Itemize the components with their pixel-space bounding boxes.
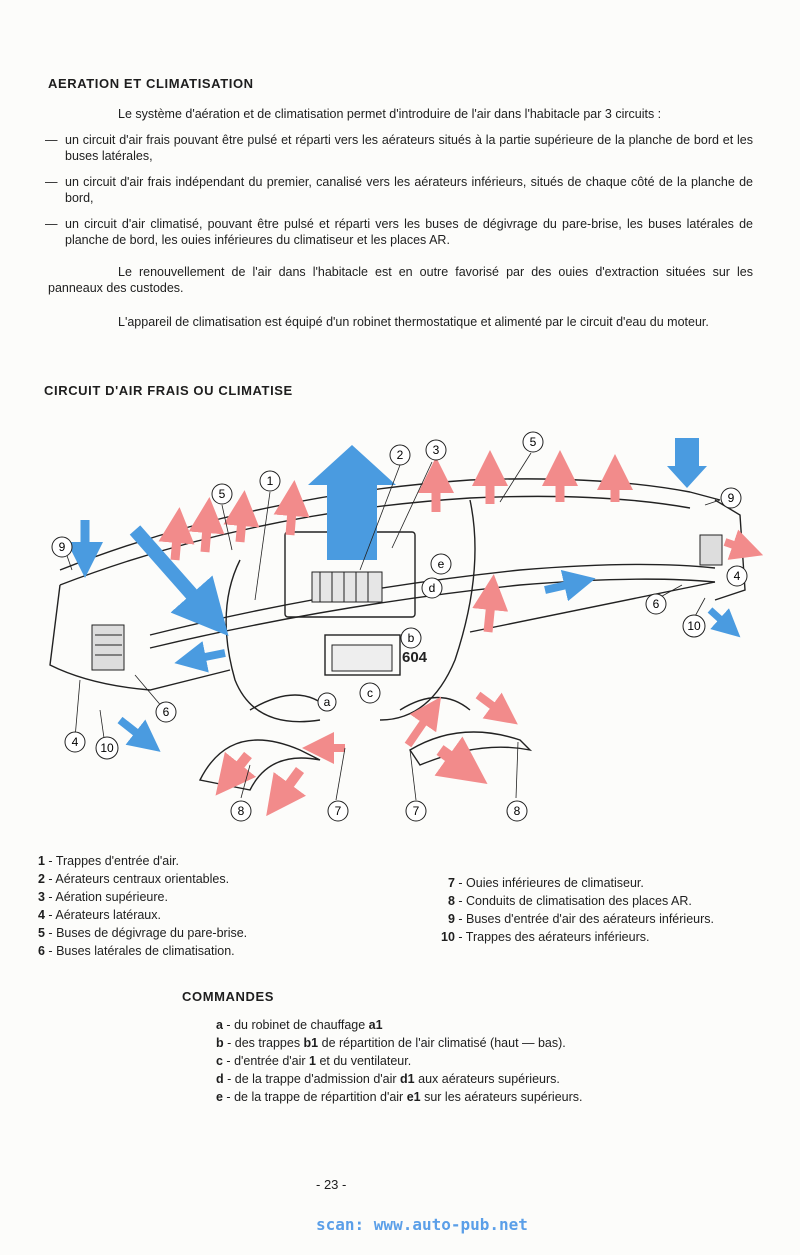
svg-text:10: 10	[687, 619, 701, 633]
commande-item-a: a - du robinet de chauffage a1	[216, 1018, 383, 1032]
legend-item-10: 10 - Trappes des aérateurs inférieurs.	[441, 930, 650, 944]
legend-item-5: 5 - Buses de dégivrage du pare-brise.	[38, 926, 248, 940]
leader-lines	[64, 452, 738, 801]
section-title-circuit: CIRCUIT D'AIR FRAIS OU CLIMATISE	[44, 383, 293, 398]
bullet-dash: —	[45, 133, 58, 147]
callout-d: d	[421, 577, 443, 599]
callout-c: c	[359, 682, 381, 704]
callout-3: 3	[425, 439, 447, 461]
legend-item-8: 8 - Conduits de climatisation des places…	[447, 894, 692, 908]
callout-6-right: 6	[645, 593, 667, 615]
svg-text:9: 9	[728, 491, 735, 505]
svg-text:8: 8	[238, 804, 245, 818]
svg-text:8: 8	[514, 804, 521, 818]
paragraph-renouvellement: Le renouvellement de l'air dans l'habita…	[48, 265, 753, 295]
page-number: - 23 -	[316, 1177, 347, 1192]
svg-text:6: 6	[163, 705, 170, 719]
commande-item-e: e - de la trappe de répartition d'air e1…	[216, 1090, 583, 1104]
fresh-air-arrows	[67, 438, 741, 752]
callout-2: 2	[389, 444, 411, 466]
svg-text:a: a	[324, 695, 331, 709]
commande-item-b: b - des trappes b1 de répartition de l'a…	[216, 1036, 566, 1050]
svg-text:10: 10	[100, 741, 114, 755]
legend-item-1: 1 - Trappes d'entrée d'air.	[38, 854, 179, 868]
badge-604: 604	[402, 649, 428, 666]
svg-text:d: d	[429, 581, 436, 595]
dashboard-outline	[49, 478, 746, 791]
svg-text:4: 4	[72, 735, 79, 749]
paragraph-appareil: L'appareil de climatisation est équipé d…	[118, 315, 709, 329]
callout-8-left: 8	[230, 800, 252, 822]
legend-item-4: 4 - Aérateurs latéraux.	[38, 908, 161, 922]
bullet-item-2: — un circuit d'air frais indépendant du …	[45, 174, 753, 206]
svg-text:3: 3	[433, 443, 440, 457]
commandes-list: a - du robinet de chauffage a1 b - des t…	[216, 1016, 583, 1106]
svg-text:1: 1	[267, 474, 274, 488]
callout-e: e	[430, 553, 452, 575]
bullet-dash: —	[45, 175, 58, 189]
commandes-title: COMMANDES	[182, 989, 275, 1004]
bullet-item-3: — un circuit d'air climatisé, pouvant êt…	[45, 216, 753, 248]
conditioned-air-arrows	[158, 450, 764, 817]
dashboard-air-circuit-diagram: 604	[49, 431, 764, 822]
vent-grilles	[91, 534, 723, 672]
bullet-text: un circuit d'air climatisé, pouvant être…	[65, 217, 753, 247]
legend-item-2: 2 - Aérateurs centraux orientables.	[38, 872, 230, 886]
bullet-item-1: — un circuit d'air frais pouvant être pu…	[45, 132, 753, 164]
svg-text:5: 5	[219, 487, 226, 501]
section-title-aeration: AERATION ET CLIMATISATION	[48, 76, 254, 91]
callout-7-right: 7	[405, 800, 427, 822]
legend-item-3: 3 - Aération supérieure.	[38, 890, 168, 904]
callout-4-right: 4	[726, 565, 748, 587]
intro-paragraph: Le système d'aération et de climatisatio…	[118, 107, 662, 121]
commande-item-c: c - d'entrée d'air 1 et du ventilateur.	[216, 1054, 412, 1068]
callout-a: a	[317, 692, 337, 712]
callout-7-left: 7	[327, 800, 349, 822]
svg-text:7: 7	[335, 804, 342, 818]
callout-6-left: 6	[155, 701, 177, 723]
svg-text:7: 7	[413, 804, 420, 818]
callout-10-right: 10	[682, 614, 706, 638]
bullet-text: un circuit d'air frais indépendant du pr…	[65, 175, 753, 205]
callout-1: 1	[259, 470, 281, 492]
svg-text:6: 6	[653, 597, 660, 611]
callout-4-left: 4	[64, 731, 86, 753]
svg-text:9: 9	[59, 540, 66, 554]
callout-9-left: 9	[51, 536, 73, 558]
callout-10-left: 10	[95, 736, 119, 760]
legend-item-7: 7 - Ouies inférieures de climatiseur.	[447, 876, 644, 890]
legend-item-9: 9 - Buses d'entrée d'air des aérateurs i…	[447, 912, 714, 926]
legend-left: 1 - Trappes d'entrée d'air. 2 - Aérateur…	[38, 852, 247, 960]
bullet-text: un circuit d'air frais pouvant être puls…	[65, 133, 753, 163]
svg-text:b: b	[408, 631, 415, 645]
legend-item-6: 6 - Buses latérales de climatisation.	[38, 944, 235, 958]
svg-text:e: e	[438, 557, 445, 571]
callout-5-left: 5	[211, 483, 233, 505]
callout-b: b	[400, 627, 422, 649]
svg-text:4: 4	[734, 569, 741, 583]
legend-right: 7 - Ouies inférieures de climatiseur. 8 …	[441, 874, 714, 946]
callout-9-right: 9	[720, 487, 742, 509]
scan-watermark: scan: www.auto-pub.net	[316, 1215, 528, 1234]
svg-text:c: c	[367, 686, 373, 700]
bullet-dash: —	[45, 217, 58, 231]
svg-text:2: 2	[397, 448, 404, 462]
callout-8-right: 8	[506, 800, 528, 822]
svg-text:5: 5	[530, 435, 537, 449]
commande-item-d: d - de la trappe d'admission d'air d1 au…	[216, 1072, 560, 1086]
callout-5-right: 5	[522, 431, 544, 453]
